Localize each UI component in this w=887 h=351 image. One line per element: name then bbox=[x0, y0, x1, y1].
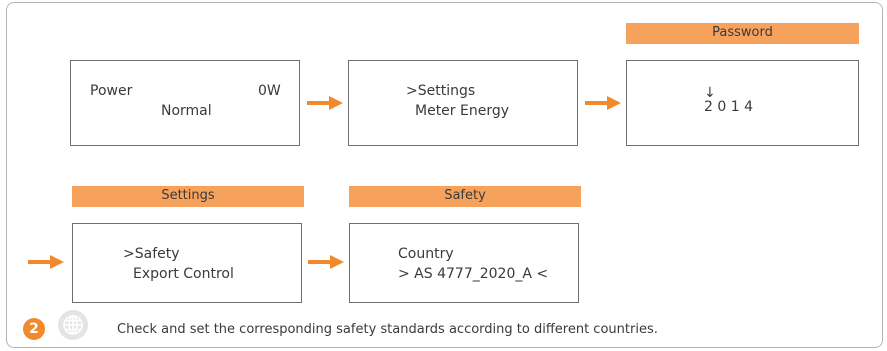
settings-header: Settings bbox=[72, 186, 304, 207]
password-screen: ↓ 2 0 1 4 bbox=[626, 60, 859, 146]
power-screen: Power 0W Normal bbox=[70, 60, 300, 146]
password-header: Password bbox=[626, 23, 859, 44]
country-label: Country bbox=[398, 246, 454, 262]
safety-screen: Country > AS 4777_2020_A < bbox=[349, 223, 579, 303]
menu-item-export-control: Export Control bbox=[133, 266, 234, 282]
settings-screen: >Safety Export Control bbox=[72, 223, 302, 303]
status-text: Normal bbox=[161, 103, 212, 119]
arrow-right-icon bbox=[585, 96, 621, 110]
step-description: Check and set the corresponding safety s… bbox=[117, 322, 658, 337]
arrow-right-icon bbox=[307, 96, 343, 110]
safety-header: Safety bbox=[349, 186, 581, 207]
power-label: Power bbox=[90, 83, 133, 99]
arrow-right-icon bbox=[28, 255, 64, 269]
step-number-badge: 2 bbox=[23, 318, 45, 340]
menu-screen: >Settings Meter Energy bbox=[348, 60, 578, 146]
cursor-arrow: ↓ bbox=[704, 85, 716, 101]
menu-item-meter-energy: Meter Energy bbox=[415, 103, 510, 119]
menu-item-settings: >Settings bbox=[406, 83, 476, 99]
password-digits: 2 0 1 4 bbox=[704, 99, 753, 115]
arrow-right-icon bbox=[308, 255, 344, 269]
diagram-frame bbox=[6, 2, 883, 348]
power-value: 0W bbox=[258, 83, 281, 99]
country-value: > AS 4777_2020_A < bbox=[398, 266, 549, 282]
globe-icon bbox=[58, 310, 88, 340]
menu-item-safety: >Safety bbox=[123, 246, 180, 262]
